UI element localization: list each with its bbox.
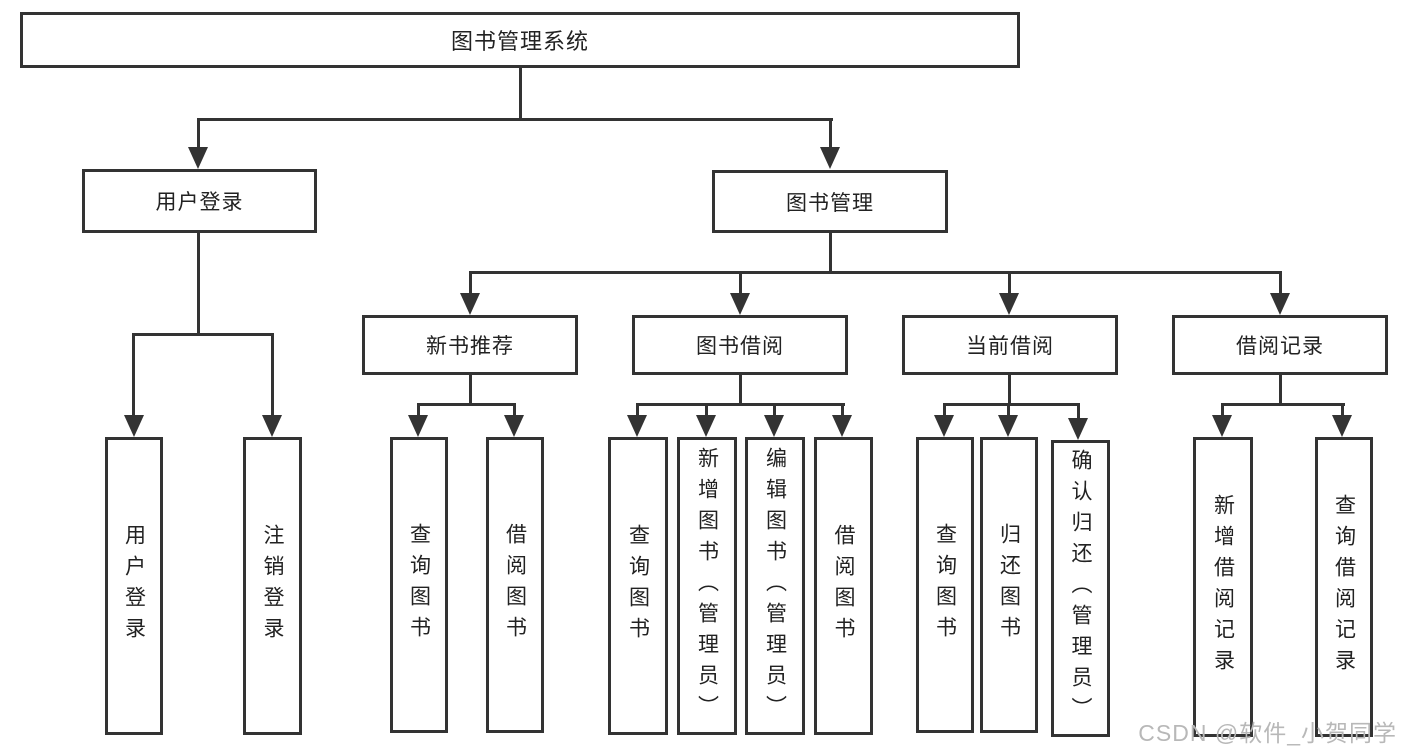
arrow-down-icon xyxy=(934,415,954,437)
arrow-down-icon xyxy=(188,147,208,169)
node-library-management-system: 图书管理系统 xyxy=(20,12,1020,68)
node-book-borrow: 图书借阅 xyxy=(632,315,848,375)
node-current-borrow: 当前借阅 xyxy=(902,315,1118,375)
arrow-down-icon xyxy=(764,415,784,437)
connector xyxy=(197,118,200,150)
node-confirm-return-admin: 确认归还（管理员） xyxy=(1051,440,1110,737)
connector xyxy=(513,403,516,418)
connector xyxy=(1221,403,1345,406)
node-query-books-borrow: 查询图书 xyxy=(608,437,668,735)
connector xyxy=(841,403,844,418)
connector xyxy=(739,271,742,296)
connector xyxy=(469,373,472,406)
node-return-books: 归还图书 xyxy=(980,437,1038,733)
connector xyxy=(271,333,274,419)
arrow-down-icon xyxy=(998,415,1018,437)
connector xyxy=(1008,271,1011,296)
node-user-login: 用户登录 xyxy=(82,169,317,233)
arrow-down-icon xyxy=(1270,293,1290,315)
connector xyxy=(132,333,135,419)
node-logout: 注销登录 xyxy=(243,437,302,735)
connector xyxy=(1279,271,1282,296)
node-query-books-recommend: 查询图书 xyxy=(390,437,448,733)
node-borrow-books-recommend: 借阅图书 xyxy=(486,437,544,733)
node-add-borrow-record: 新增借阅记录 xyxy=(1193,437,1253,737)
connector xyxy=(636,403,845,406)
connector xyxy=(1341,403,1344,418)
connector xyxy=(469,271,472,296)
connector xyxy=(1221,403,1224,418)
node-borrow-books-leaf: 借阅图书 xyxy=(814,437,873,735)
connector xyxy=(943,403,1080,406)
connector xyxy=(829,118,832,150)
arrow-down-icon xyxy=(408,415,428,437)
connector xyxy=(943,403,946,418)
connector xyxy=(829,231,832,274)
arrow-down-icon xyxy=(1068,418,1088,440)
connector xyxy=(519,66,522,120)
connector xyxy=(132,333,274,336)
arrow-down-icon xyxy=(820,147,840,169)
arrow-down-icon xyxy=(999,293,1019,315)
node-borrow-records: 借阅记录 xyxy=(1172,315,1388,375)
connector xyxy=(197,118,833,121)
connector xyxy=(469,271,1282,274)
node-edit-books-admin: 编辑图书（管理员） xyxy=(745,437,805,735)
connector xyxy=(1007,403,1010,418)
connector xyxy=(417,403,420,418)
connector xyxy=(705,403,708,418)
arrow-down-icon xyxy=(1332,415,1352,437)
connector xyxy=(1008,373,1011,406)
node-query-books-current: 查询图书 xyxy=(916,437,974,733)
node-new-book-recommend: 新书推荐 xyxy=(362,315,578,375)
arrow-down-icon xyxy=(124,415,144,437)
connector xyxy=(1279,373,1282,406)
arrow-down-icon xyxy=(696,415,716,437)
arrow-down-icon xyxy=(504,415,524,437)
connector xyxy=(636,403,639,418)
node-query-borrow-record: 查询借阅记录 xyxy=(1315,437,1373,737)
arrow-down-icon xyxy=(262,415,282,437)
arrow-down-icon xyxy=(627,415,647,437)
arrow-down-icon xyxy=(460,293,480,315)
connector xyxy=(197,231,200,336)
connector xyxy=(739,373,742,406)
connector xyxy=(773,403,776,418)
node-book-management: 图书管理 xyxy=(712,170,948,233)
arrow-down-icon xyxy=(1212,415,1232,437)
arrow-down-icon xyxy=(730,293,750,315)
connector xyxy=(1077,403,1080,418)
node-add-books-admin: 新增图书（管理员） xyxy=(677,437,737,735)
arrow-down-icon xyxy=(832,415,852,437)
node-user-login-leaf: 用户登录 xyxy=(105,437,163,735)
connector xyxy=(417,403,516,406)
watermark: CSDN @软件_小贺同学 xyxy=(1138,720,1397,746)
